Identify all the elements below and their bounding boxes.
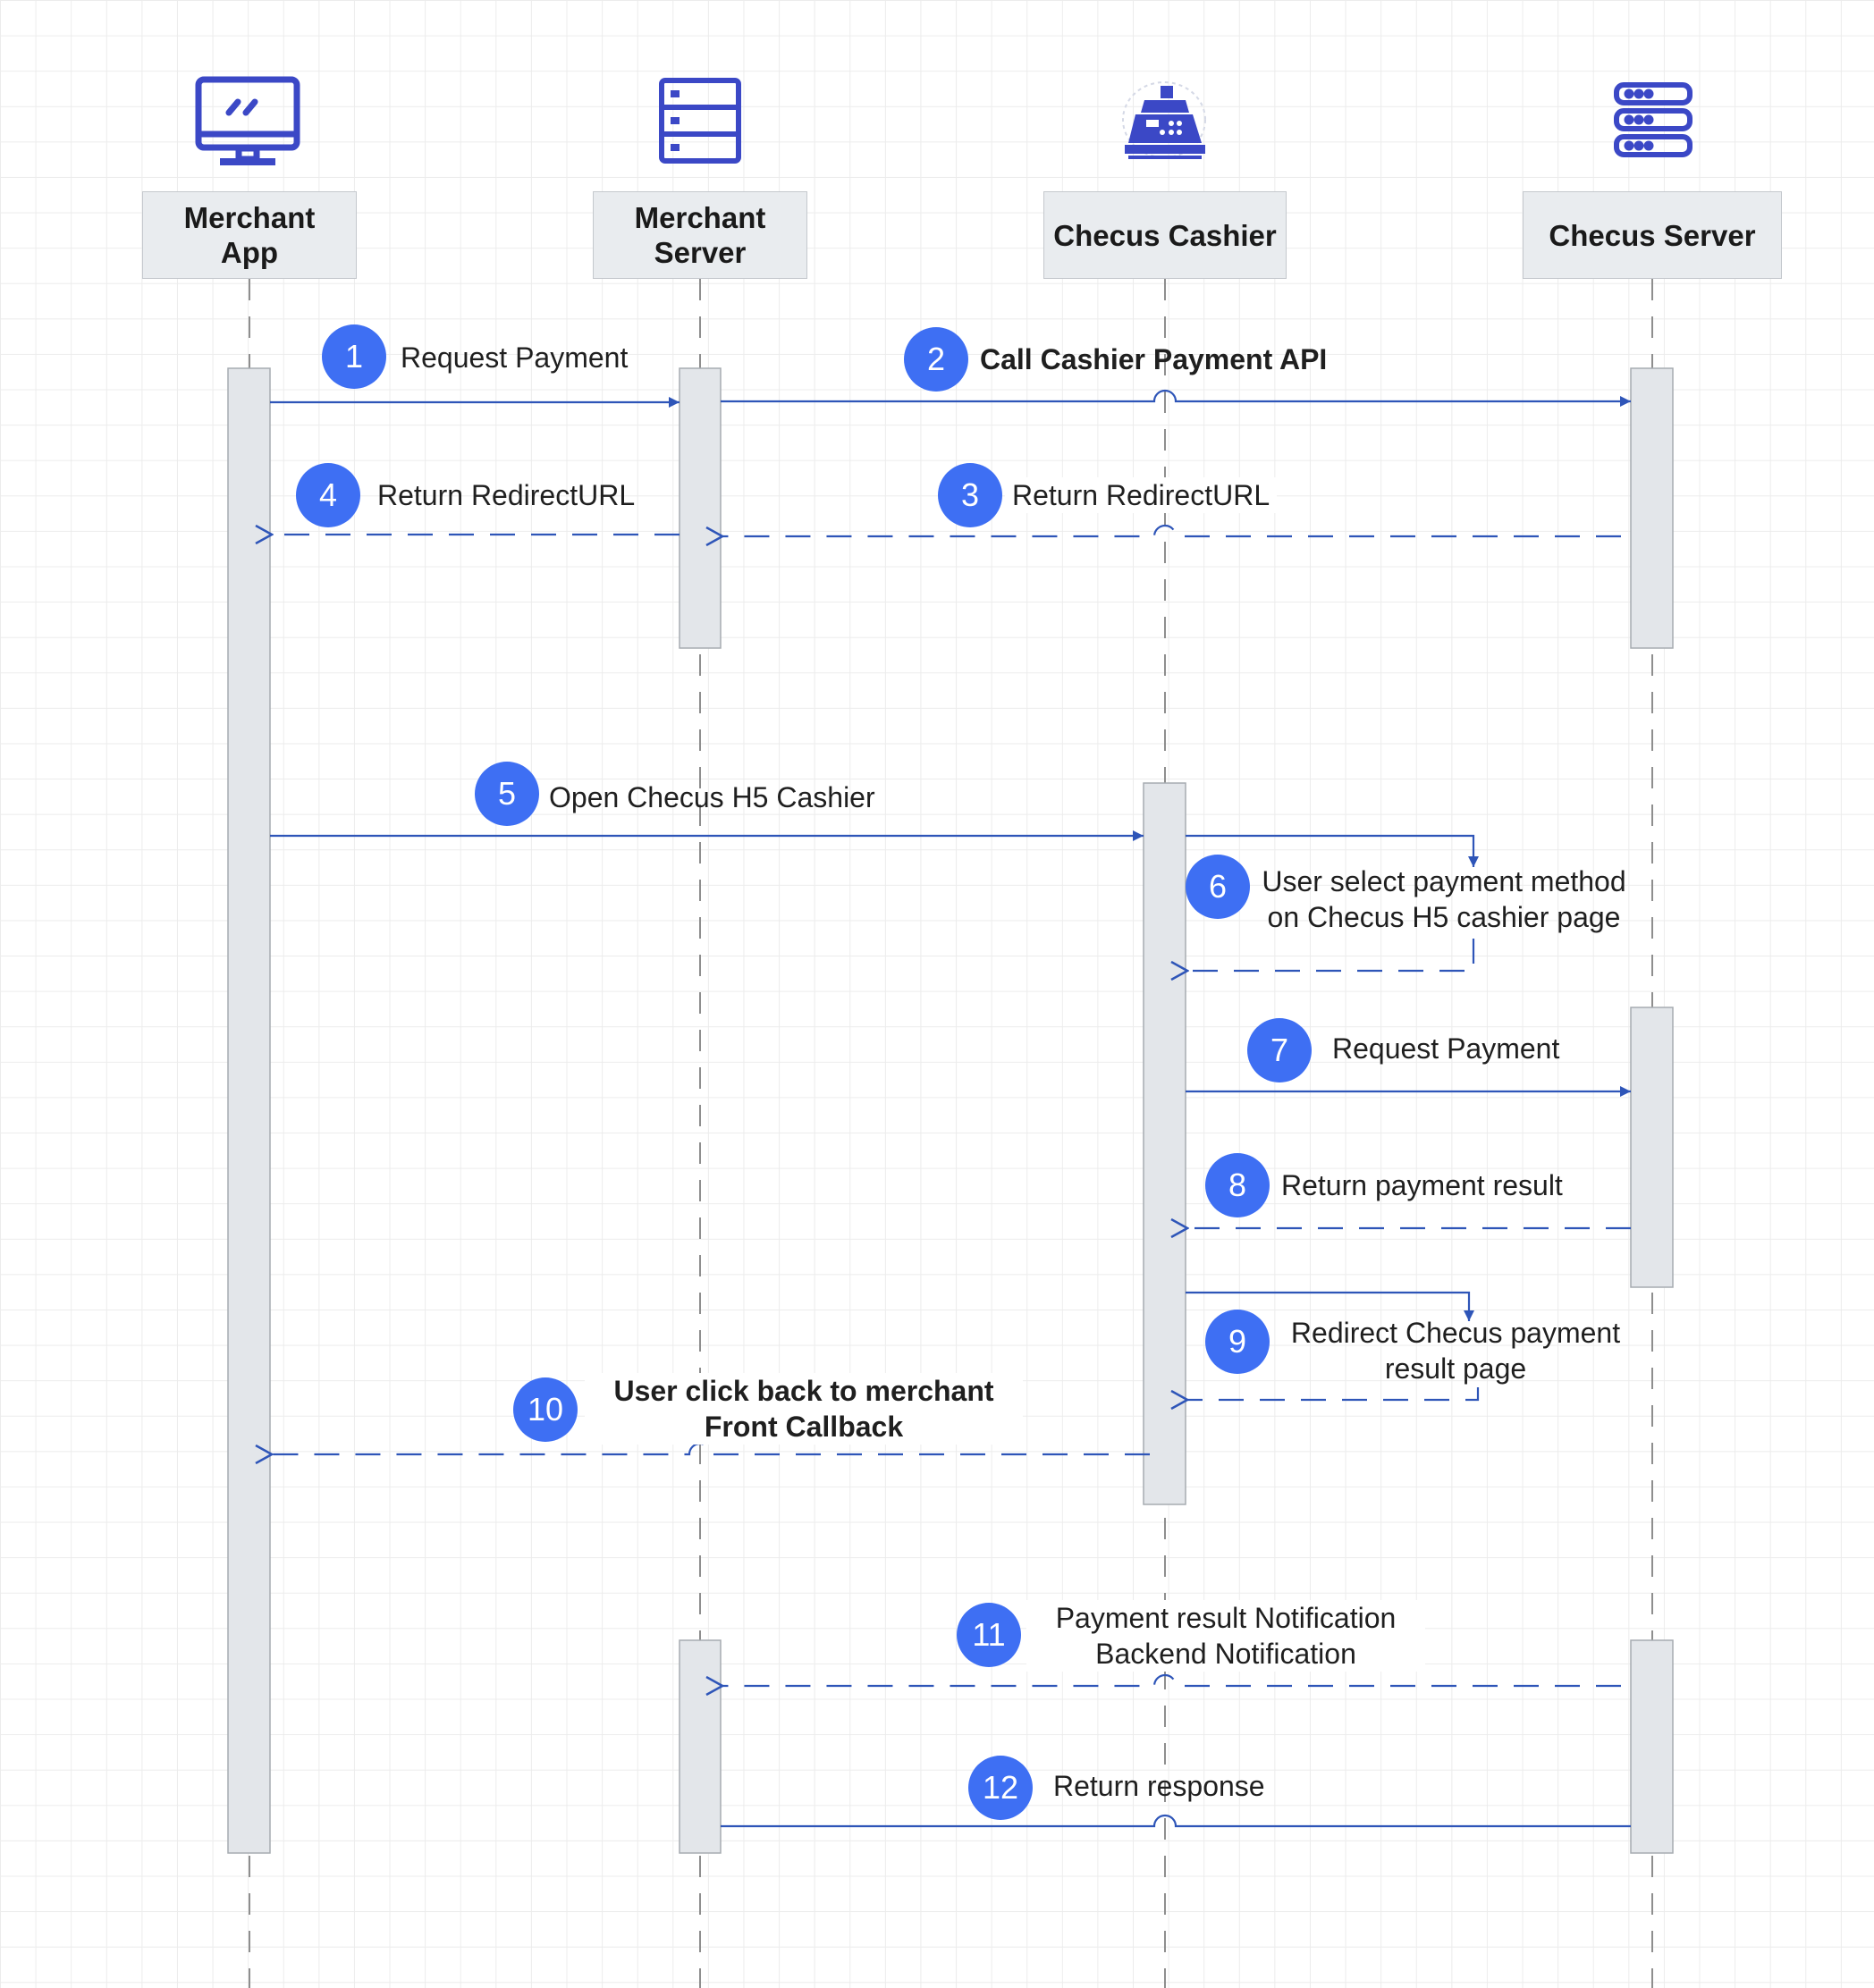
arrow-11 xyxy=(722,1673,1621,1686)
step-badge-12: 12 xyxy=(968,1756,1033,1820)
activation-checus-server-1 xyxy=(1630,367,1674,649)
cash-register-icon xyxy=(1122,81,1206,159)
message-label-10: User click back to merchant Front Callba… xyxy=(585,1373,1023,1445)
step-badge-9: 9 xyxy=(1205,1310,1270,1374)
message-label-1: Request Payment xyxy=(401,341,629,374)
participant-merchant-app: Merchant App xyxy=(142,191,357,279)
activation-merchant-server-2 xyxy=(679,1639,722,1854)
message-label-4: Return RedirectURL xyxy=(377,479,636,511)
activation-merchant-app xyxy=(227,367,271,1854)
step-badge-3: 3 xyxy=(938,463,1002,527)
activation-checus-server-3 xyxy=(1630,1639,1674,1854)
step-badge-7: 7 xyxy=(1247,1018,1312,1082)
message-label-7: Request Payment xyxy=(1332,1032,1560,1065)
step-badge-2: 2 xyxy=(904,327,968,392)
step-badge-5: 5 xyxy=(475,762,539,826)
arrow-2 xyxy=(721,389,1631,407)
monitor-icon xyxy=(195,76,300,165)
participant-merchant-server: Merchant Server xyxy=(593,191,807,279)
step-badge-10: 10 xyxy=(513,1377,578,1442)
message-label-6: User select payment method on Checus H5 … xyxy=(1262,865,1626,933)
message-label-12: Return response xyxy=(1053,1770,1265,1802)
arrow-9-out xyxy=(1186,1291,1474,1321)
step-badge-1: 1 xyxy=(322,324,386,389)
step-badge-8: 8 xyxy=(1205,1153,1270,1217)
activation-checus-cashier xyxy=(1143,782,1186,1505)
arrow-9-back xyxy=(1187,1387,1480,1400)
server-icon xyxy=(659,78,741,164)
arrow-12 xyxy=(721,1814,1631,1828)
message-label-8: Return payment result xyxy=(1281,1169,1563,1201)
step-badge-4: 4 xyxy=(296,463,360,527)
activation-checus-server-2 xyxy=(1630,1007,1674,1288)
message-label-3: Return RedirectURL xyxy=(1005,477,1278,513)
arrow-10 xyxy=(272,1442,1150,1454)
participant-checus-cashier: Checus Cashier xyxy=(1043,191,1287,279)
step-badge-6: 6 xyxy=(1186,855,1250,919)
arrow-3 xyxy=(722,524,1621,536)
arrow-6-out xyxy=(1186,834,1479,867)
activation-merchant-server-1 xyxy=(679,367,722,649)
participant-checus-server: Checus Server xyxy=(1523,191,1782,279)
message-label-9: Redirect Checus payment result page xyxy=(1290,1317,1621,1385)
step-badge-11: 11 xyxy=(957,1603,1021,1667)
message-label-5: Open Checus H5 Cashier xyxy=(549,781,875,813)
message-label-2: Call Cashier Payment API xyxy=(980,343,1328,375)
message-label-11: Payment result Notification Backend Noti… xyxy=(1026,1600,1425,1672)
server-stack-icon xyxy=(1614,82,1693,157)
arrow-6-back xyxy=(1187,939,1475,971)
